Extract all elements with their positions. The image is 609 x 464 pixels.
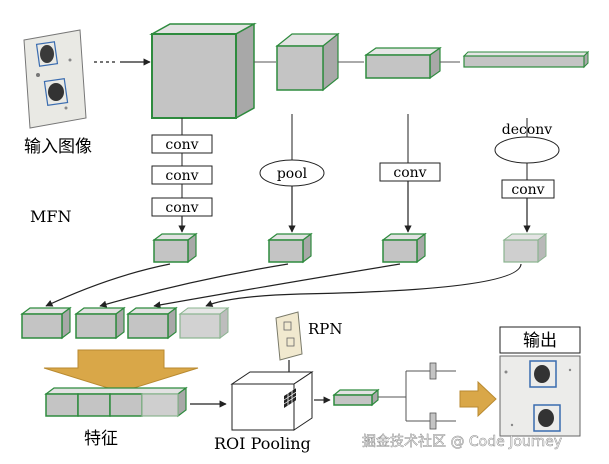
merge-down-arrow xyxy=(43,349,199,393)
branch3-conv-box xyxy=(379,162,441,182)
output-label-box xyxy=(499,326,581,354)
branch1-conv-label-1: conv xyxy=(165,137,198,153)
branch2-output-cube xyxy=(267,232,313,264)
fused-feature-bar xyxy=(44,386,188,418)
branch1-conv-label-2: conv xyxy=(165,168,198,184)
fc-block xyxy=(332,388,380,407)
output-label: 输出 xyxy=(523,331,557,351)
curve-arrow-1 xyxy=(45,263,171,307)
roi-grid-icon xyxy=(284,388,296,408)
backbone-block-1 xyxy=(149,22,257,120)
output-detection-box-2 xyxy=(533,404,561,432)
backbone-block-3 xyxy=(364,46,442,80)
feature-cube-4 xyxy=(178,307,230,339)
branch4-conv-box xyxy=(501,179,555,199)
curve-arrow-3 xyxy=(153,263,401,309)
backbone-block-4 xyxy=(462,50,590,69)
branch1-conv-label-3: conv xyxy=(165,200,198,216)
features-label: 特征 xyxy=(84,429,118,449)
output-detection-box-1 xyxy=(529,360,557,388)
output-image xyxy=(499,355,581,437)
rpn-label: RPN xyxy=(308,320,343,338)
output-fork xyxy=(405,362,456,430)
input-image xyxy=(23,29,87,129)
deconv-ellipse xyxy=(494,136,560,164)
result-arrow xyxy=(459,380,497,418)
pool-label: pool xyxy=(277,166,308,182)
branch4-conv-label: conv xyxy=(511,182,544,198)
branch3-conv-label: conv xyxy=(393,165,426,181)
watermark: 掘金技术社区 @ Code Journey xyxy=(362,434,562,450)
roi-pooling-label: ROI Pooling xyxy=(214,434,311,453)
feature-cube-3 xyxy=(126,306,178,340)
rpn-image xyxy=(275,311,303,361)
feature-cube-2 xyxy=(74,306,126,340)
feature-cube-1 xyxy=(20,306,72,340)
roi-pooling-cube xyxy=(230,371,314,431)
curve-arrow-2 xyxy=(99,263,289,308)
branch3-output-cube xyxy=(381,232,427,264)
curve-arrow-4 xyxy=(205,263,522,307)
branch4-output-cube xyxy=(502,233,548,263)
input-image-label: 输入图像 xyxy=(24,137,92,157)
branch1-output-cube xyxy=(152,232,198,264)
mfn-label: MFN xyxy=(30,207,71,226)
backbone-block-2 xyxy=(275,32,340,92)
